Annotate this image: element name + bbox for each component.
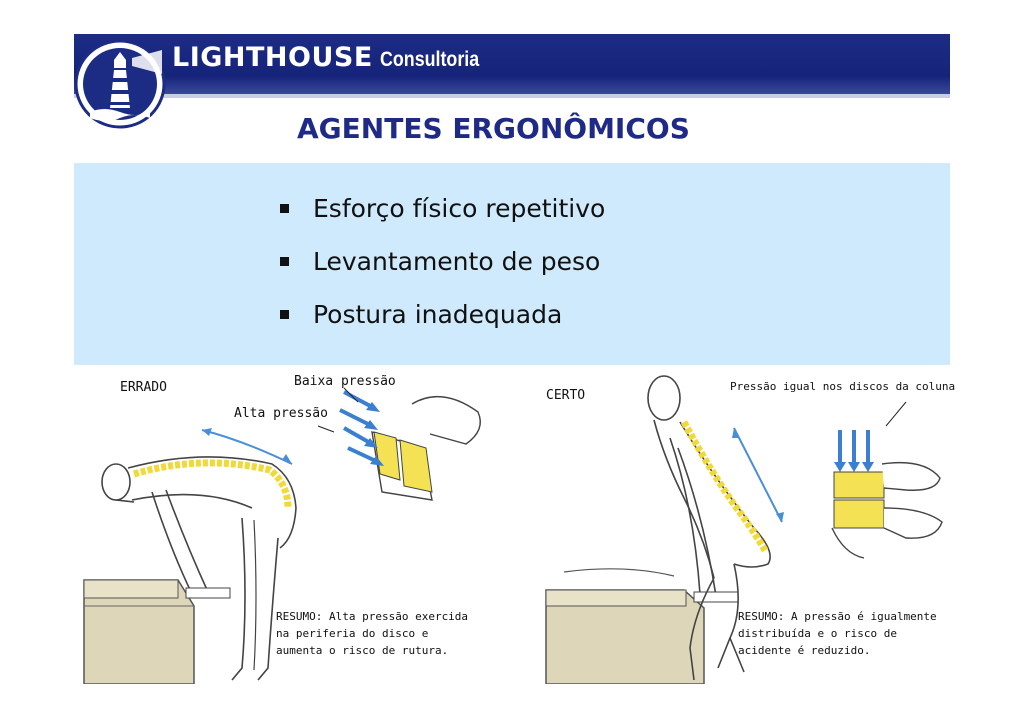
wrong-posture-figure	[83, 387, 481, 685]
correct-summary-line: acidente é reduzido.	[738, 644, 871, 657]
correct-summary-line: RESUMO: A pressão é igualmente	[738, 610, 937, 623]
header-underline	[74, 94, 950, 98]
bullet-item: Esforço físico repetitivo	[280, 182, 605, 235]
correct-summary: RESUMO: A pressão é igualmente distribuí…	[738, 608, 937, 659]
bullet-panel	[74, 163, 950, 365]
wrong-summary-line: RESUMO: Alta pressão exercida	[276, 610, 469, 623]
correct-posture-illustration: CERTO Pressão igual nos discos da coluna…	[544, 368, 955, 685]
correct-label: CERTO	[546, 388, 586, 403]
bullet-square-icon	[280, 204, 289, 213]
bullet-text: Esforço físico repetitivo	[313, 194, 606, 223]
bullet-item: Postura inadequada	[280, 288, 605, 341]
high-pressure-label: Alta pressão	[234, 406, 328, 421]
wrong-summary-line: na periferia do disco e	[276, 627, 429, 640]
brand-subtitle: Consultoria	[379, 48, 479, 71]
bullet-list: Esforço físico repetitivo Levantamento d…	[280, 182, 605, 341]
header-bar	[74, 34, 950, 94]
bullet-item: Levantamento de peso	[280, 235, 605, 288]
brand: LIGHTHOUSE Consultoria	[172, 42, 496, 86]
brand-name: LIGHTHOUSE	[172, 42, 373, 73]
wrong-label: ERRADO	[120, 380, 167, 395]
correct-posture-figure	[545, 375, 943, 685]
lighthouse-icon	[74, 39, 166, 129]
low-pressure-label: Baixa pressão	[294, 374, 396, 389]
bullet-square-icon	[280, 257, 289, 266]
slide-title: AGENTES ERGONÔMICOS	[297, 112, 690, 145]
bullet-square-icon	[280, 310, 289, 319]
slide: LIGHTHOUSE Consultoria AGENTES ERGONÔMIC…	[74, 34, 955, 685]
correct-summary-line: distribuída e o risco de	[738, 627, 897, 640]
bullet-text: Levantamento de peso	[313, 247, 601, 276]
wrong-summary: RESUMO: Alta pressão exercida na perifer…	[276, 608, 468, 659]
equal-pressure-label: Pressão igual nos discos da coluna	[730, 380, 956, 393]
wrong-summary-line: aumenta o risco de rutura.	[276, 644, 449, 657]
wrong-posture-illustration: ERRADO Baixa pressão Alta pressão RESUMO…	[82, 368, 502, 685]
bullet-text: Postura inadequada	[313, 300, 563, 329]
